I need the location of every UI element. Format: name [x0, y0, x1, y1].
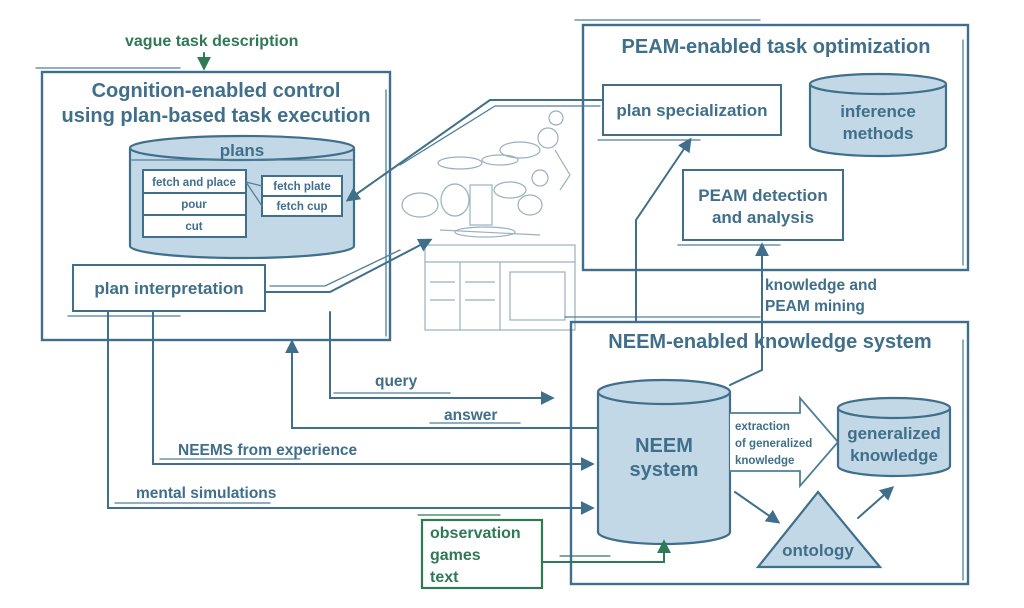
generalized-knowledge-label-line1: generalized — [847, 424, 941, 443]
inference-methods-cylinder — [808, 72, 948, 158]
mental-simulations-arrow — [107, 311, 595, 515]
knowledge-mining-label-line2: PEAM mining — [765, 298, 865, 315]
neems-experience-arrow — [152, 311, 595, 471]
observation-box — [420, 518, 544, 590]
plans-label: plans — [220, 141, 264, 160]
pour-label: pour — [181, 199, 207, 211]
peam-title: PEAM-enabled task optimization — [622, 36, 931, 58]
generalized-knowledge-label-line2: knowledge — [850, 446, 938, 465]
neem-title: NEEM-enabled knowledge system — [608, 331, 931, 353]
answer-label: answer — [444, 407, 497, 424]
neem-to-ontology-arrow — [734, 491, 781, 524]
mental-simulations-label: mental simulations — [136, 485, 276, 502]
fetch-cup-label: fetch cup — [276, 201, 327, 213]
to-plan-specialization-arrow — [635, 137, 692, 323]
plan-specialization-box — [602, 84, 782, 136]
cognition-control-box — [40, 70, 392, 342]
peam-detection-label-line2: and analysis — [712, 208, 814, 227]
knowledge-mining-arrow — [729, 242, 769, 386]
peam-optimization-box — [581, 23, 970, 272]
plan-interpretation-box — [72, 264, 266, 312]
cut-box — [142, 214, 247, 238]
neem-system-label-line2: system — [630, 459, 699, 481]
fetch-plate-label: fetch plate — [273, 181, 331, 193]
neem-system-label-line1: NEEM — [635, 435, 693, 457]
generalized-knowledge-cylinder — [836, 396, 952, 478]
neems-experience-label: NEEMS from experience — [178, 442, 358, 459]
query-arrow — [329, 311, 555, 405]
neem-system-cylinder — [596, 378, 732, 546]
query-label: query — [375, 373, 418, 390]
extraction-label-line1: extraction — [735, 421, 790, 433]
fetch-and-place-label: fetch and place — [152, 177, 236, 189]
answer-arrow — [285, 339, 599, 429]
ontology-triangle — [755, 490, 883, 569]
games-label: games — [430, 547, 481, 564]
cognition-title-line2: using plan-based task execution — [62, 105, 371, 127]
cognition-title-line1: Cognition-enabled control — [92, 80, 341, 102]
knowledge-mining-label-line1: knowledge and — [765, 277, 877, 294]
ontology-to-knowledge-arrow — [857, 486, 895, 519]
inference-label-line1: inference — [840, 102, 916, 121]
plan-specialization-label: plan specialization — [616, 101, 767, 120]
plan-interpretation-label: plan interpretation — [94, 279, 243, 298]
specialization-to-plans-arrow — [345, 99, 604, 202]
extraction-label-line2: of generalized — [735, 438, 812, 450]
observation-to-neem-arrow — [541, 539, 671, 563]
vague-task-label: vague task description — [125, 33, 298, 50]
inference-label-line2: methods — [843, 124, 914, 143]
ontology-label: ontology — [782, 541, 854, 560]
kitchen-sketch-icon — [401, 110, 576, 331]
cut-label: cut — [185, 221, 202, 233]
peam-detection-box — [682, 169, 844, 241]
observation-label: observation — [430, 525, 521, 542]
extraction-label-line3: knowledge — [735, 455, 794, 467]
interpretation-to-robot-arrow — [264, 238, 433, 293]
neem-knowledge-box — [569, 320, 970, 586]
peam-detection-label-line1: PEAM detection — [698, 186, 827, 205]
text-label: text — [430, 569, 459, 586]
